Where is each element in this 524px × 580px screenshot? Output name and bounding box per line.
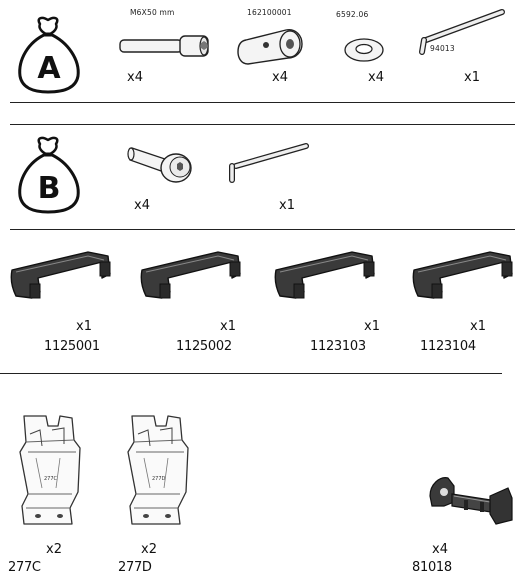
allen-key-a-qty: x1 [464, 70, 480, 85]
bolt-qty: x4 [127, 70, 143, 85]
bracket-277d-code: 277D [118, 560, 152, 575]
allen-key-b-icon [229, 143, 309, 183]
end-cover-1-qty: x1 [76, 319, 92, 334]
end-cover-1-code: 1125001 [44, 339, 100, 354]
end-cover-4-qty: x1 [470, 319, 486, 334]
bracket-277d-qty: x2 [141, 542, 157, 557]
bag-a-letter: A [37, 51, 61, 86]
bracket-icon: 277C [19, 415, 81, 525]
clamp-block-qty: x4 [432, 542, 448, 557]
divider-1 [10, 102, 515, 103]
divider-3 [10, 229, 515, 230]
bolt-label: M6X50 mm [130, 8, 175, 17]
barrel-nut-label: 162100001 [247, 8, 292, 17]
bracket-277d-stamp: 277D [152, 476, 166, 482]
end-cover-3-code: 1123103 [310, 339, 366, 354]
bracket-277c-code: 277C [8, 560, 41, 575]
clamp-block-code: 81018 [412, 560, 452, 575]
washer-label: 6592.06 [336, 10, 369, 19]
divider-4 [0, 373, 502, 374]
end-cover-icon [140, 251, 241, 299]
end-cover-2-qty: x1 [220, 319, 236, 334]
bracket-277c-stamp: 277C [44, 476, 58, 482]
washer-icon [344, 38, 384, 62]
washer-qty: x4 [368, 70, 384, 85]
bracket-icon: 277D [127, 415, 189, 525]
end-cover-4-code: 1123104 [420, 339, 476, 354]
end-cover-icon [412, 251, 513, 299]
end-cover-2-code: 1125002 [176, 339, 232, 354]
barrel-nut-icon [237, 29, 303, 65]
end-cover-icon [274, 251, 375, 299]
bag-a-icon: A [18, 16, 80, 94]
button-head-bolt-icon [127, 147, 192, 183]
clamp-block-icon [429, 477, 513, 525]
divider-2 [10, 124, 515, 125]
allen-key-b-qty: x1 [279, 198, 295, 213]
end-cover-icon [10, 251, 111, 299]
barrel-nut-qty: x4 [272, 70, 288, 85]
button-head-bolt-qty: x4 [134, 198, 150, 213]
bag-b-icon: B [18, 136, 80, 214]
bolt-icon [119, 35, 209, 57]
end-cover-3-qty: x1 [364, 319, 380, 334]
bag-b-letter: B [38, 171, 61, 206]
allen-key-a-label: 94013 [430, 44, 455, 53]
bracket-277c-qty: x2 [46, 542, 62, 557]
allen-key-a-icon [419, 9, 505, 55]
